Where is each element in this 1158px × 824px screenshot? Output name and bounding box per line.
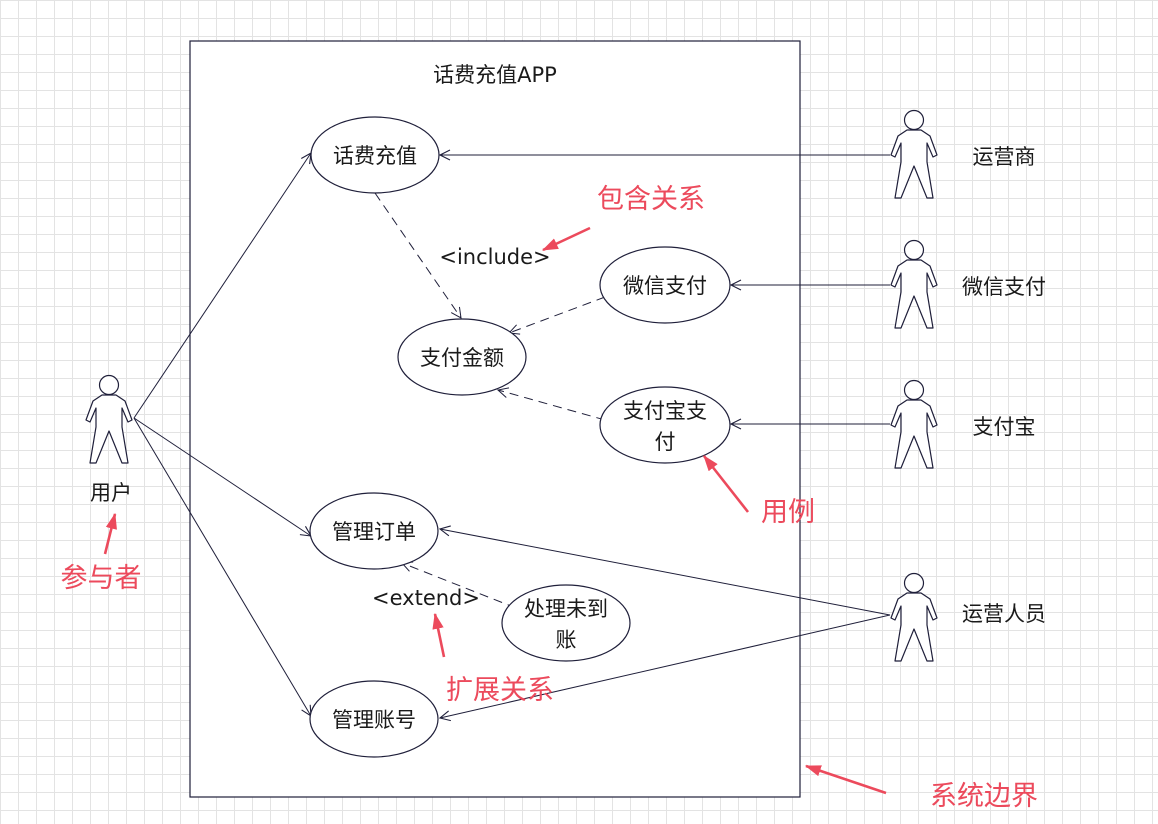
- use-case-alipay-pay-label-1: 支付宝支: [623, 399, 707, 423]
- dashed-relations: [374, 192, 606, 609]
- assoc-user-manage-account: [133, 417, 311, 716]
- note-include: 包含关系: [597, 184, 705, 215]
- user-associations: [133, 153, 311, 716]
- use-case-pay-amount-label: 支付金额: [420, 346, 504, 370]
- arrow-include-note: [541, 226, 591, 252]
- actor-wechat-figure: [890, 239, 938, 329]
- use-case-alipay-pay: 支付宝支 付: [599, 386, 731, 464]
- note-use-case: 用例: [761, 497, 815, 528]
- assoc-staff-manage-account: [440, 614, 891, 718]
- actor-user-figure: [85, 374, 133, 464]
- arrow-boundary-note: [804, 764, 887, 795]
- actor-wechat-label: 微信支付: [962, 275, 1046, 299]
- arrow-extend-note: [432, 612, 446, 658]
- annotation-arrows: [103, 226, 887, 795]
- use-case-recharge: 话费充值: [310, 116, 440, 194]
- wechat-to-payamount: [509, 296, 606, 333]
- extend-unarrived-order: [402, 563, 517, 609]
- use-case-unarrived-label-1: 处理未到: [524, 597, 608, 621]
- extend-label: <extend>: [372, 586, 480, 610]
- actor-associations: [440, 155, 891, 718]
- note-boundary: 系统边界: [930, 781, 1038, 812]
- note-extend: 扩展关系: [446, 675, 554, 706]
- use-case-unarrived-label-2: 账: [556, 628, 577, 652]
- arrow-actor-note: [103, 512, 117, 555]
- actor-operator-label: 运营商: [973, 145, 1036, 169]
- alipay-to-payamount: [498, 390, 606, 421]
- actor-user-label: 用户: [90, 481, 132, 505]
- use-case-alipay-pay-label-2: 付: [655, 430, 676, 454]
- use-case-manage-order: 管理订单: [309, 492, 439, 570]
- use-case-manage-account: 管理账号: [309, 680, 439, 758]
- actor-alipay-label: 支付宝: [973, 415, 1036, 439]
- actor-staff-label: 运营人员: [962, 602, 1046, 626]
- actor-staff-figure: [890, 572, 938, 662]
- use-case-manage-order-label: 管理订单: [332, 520, 416, 544]
- use-case-manage-account-label: 管理账号: [332, 708, 416, 732]
- include-label: <include>: [439, 245, 550, 269]
- arrow-use-case-note: [702, 455, 750, 513]
- use-case-recharge-label: 话费充值: [333, 144, 417, 168]
- assoc-user-manage-order: [133, 417, 311, 536]
- use-case-wechat-pay: 微信支付: [599, 246, 731, 324]
- system-title: 话费充值APP: [433, 63, 557, 87]
- note-actor: 参与者: [61, 563, 142, 594]
- actor-operator-figure: [890, 109, 938, 199]
- use-case-unarrived: 处理未到 账: [501, 584, 631, 662]
- include-recharge-payamount: [374, 192, 461, 318]
- actor-alipay-figure: [890, 379, 938, 469]
- use-case-pay-amount: 支付金额: [397, 318, 527, 396]
- assoc-user-recharge: [133, 153, 311, 419]
- actors: [85, 109, 938, 662]
- use-case-wechat-pay-label: 微信支付: [623, 274, 707, 298]
- assoc-staff-manage-order: [440, 529, 891, 616]
